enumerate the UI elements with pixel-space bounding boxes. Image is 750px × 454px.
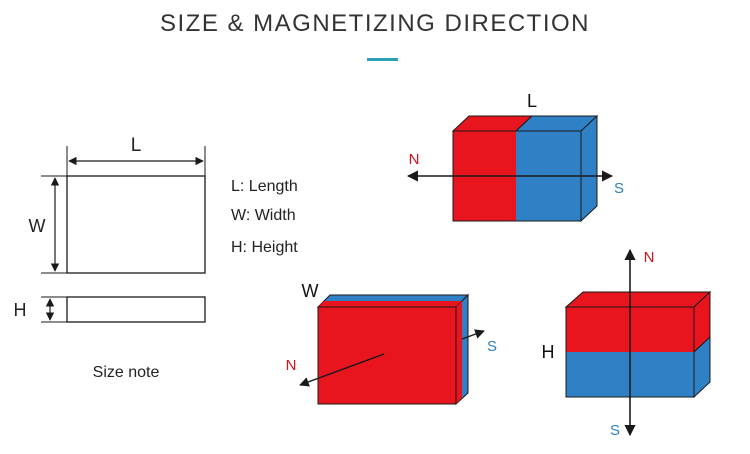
magnet-height-south: S [610,422,620,439]
magnet-height-dimension: H [542,342,555,362]
magnet-height-magnetized: H N S [542,248,712,439]
legend-width: W: Width [231,207,296,224]
title-accent-bar [367,58,398,61]
size-label-l: L [131,135,142,156]
magnet-length-dimension: L [527,91,537,111]
dimension-legend: L: Length W: Width H: Height [231,178,298,256]
width-magnetization-arrow [299,353,385,387]
legend-length: L: Length [231,178,298,195]
legend-height: H: Height [231,239,298,256]
size-note-diagram: L W H Size note [14,135,206,381]
side-view-rect [66,296,206,323]
magnet-length-south: S [614,180,624,197]
top-view-rect [66,175,206,274]
page-title: SIZE & MAGNETIZING DIRECTION [159,10,591,37]
magnet-length-north: N [409,151,420,168]
size-label-h: H [14,300,27,320]
size-label-w: W [29,216,46,236]
magnet-length-magnetized: L N S [406,91,624,223]
magnet-width-magnetized: W N S [286,281,497,406]
magnet-width-north: N [286,357,297,374]
magnet-width-dimension: W [302,281,319,301]
magnet-height-north: N [644,249,655,266]
size-note-caption: Size note [93,364,160,381]
magnet-width-south: S [487,338,497,355]
